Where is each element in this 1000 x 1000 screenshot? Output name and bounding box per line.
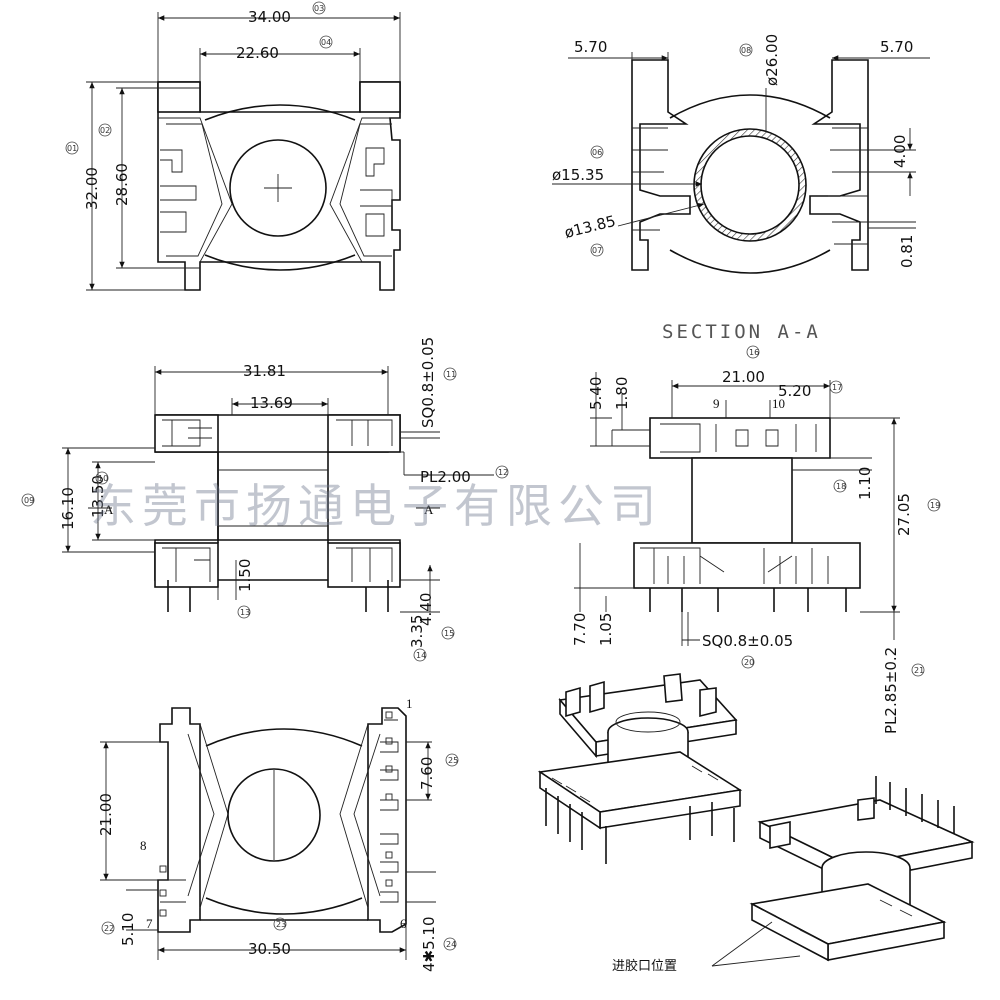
bottom-view: 1 8 7 6 21.00 7.60 25 30.50 23 5.10 22 4… (97, 696, 459, 972)
dim-4-40: 4.40 (417, 593, 435, 626)
ref-02: 02 (100, 126, 110, 135)
ref-24: 24 (446, 940, 456, 949)
ref-07: 07 (592, 246, 602, 255)
dim-28-60: 28.60 (113, 163, 131, 206)
pin-label-10: 10 (772, 396, 785, 411)
dim-32: 32.00 (83, 167, 101, 210)
dim-4x5-10: 4✱5.10 (420, 916, 438, 972)
dim-1-80: 1.80 (613, 377, 631, 410)
ref-08: 08 (741, 46, 751, 55)
dim-4: 4.00 (891, 135, 909, 168)
pin-label-6: 6 (400, 916, 407, 931)
dim-3-35: 3.35 (408, 615, 426, 648)
ref-03: 03 (314, 4, 324, 13)
ref-25: 25 (448, 756, 458, 765)
dim-22-60: 22.60 (236, 44, 279, 62)
ref-15: 15 (444, 629, 454, 638)
ref-12: 12 (498, 468, 508, 477)
dim-phi-26: ø26.00 (763, 34, 781, 86)
section-label: SECTION A-A (662, 321, 821, 343)
ref-22: 22 (104, 924, 114, 933)
dim-phi-13-85: ø13.85 (563, 212, 618, 242)
ref-10: 10 (98, 474, 108, 483)
section-mark-a-left: A (104, 502, 114, 517)
ref-16: 16 (749, 348, 759, 357)
ref-09: 09 (24, 496, 34, 505)
dim-pl-2-00: PL2.00 (420, 468, 471, 486)
dim-sq-0-8-b: SQ0.8±0.05 (702, 632, 793, 650)
ref-19: 19 (930, 501, 940, 510)
section-mark-a-right: A (424, 502, 434, 517)
ref-23: 23 (276, 920, 286, 929)
dim-13-69: 13.69 (250, 394, 293, 412)
dim-7-60: 7.60 (418, 757, 436, 790)
ref-06: 06 (592, 148, 602, 157)
ref-11: 11 (446, 370, 456, 379)
dim-5-70-right: 5.70 (880, 38, 913, 56)
ref-04: 04 (321, 38, 331, 47)
dim-30-50: 30.50 (248, 940, 291, 958)
dim-5-20: 5.20 (778, 382, 811, 400)
dim-5-40: 5.40 (587, 377, 605, 410)
ref-20: 20 (744, 658, 754, 667)
dim-13-50: 13.50 (89, 475, 107, 518)
dim-5-10-left: 5.10 (119, 913, 137, 946)
side-view: 9 10 21.00 16 5.20 17 5.40 1.80 1.10 18 … (571, 345, 941, 734)
pin-label-7: 7 (146, 916, 153, 931)
dim-21-00-left: 21.00 (97, 793, 115, 836)
ref-01: 01 (67, 144, 77, 153)
gate-position-label: 进胶口位置 (612, 958, 677, 974)
dim-1-10: 1.10 (856, 467, 874, 500)
isometric-view-bottom (711, 776, 975, 967)
pin-label-1: 1 (406, 696, 413, 711)
dim-0-81: 0.81 (898, 235, 916, 268)
pin-label-8: 8 (140, 838, 147, 853)
front-view: 31.81 13.69 SQ0.8±0.05 11 PL2.00 12 16.1… (21, 337, 509, 662)
dim-pl-2-85: PL2.85±0.2 (882, 647, 900, 734)
top-view: 34.00 03 22.60 04 32.00 01 28.60 02 (65, 1, 401, 291)
dim-1-50: 1.50 (236, 559, 254, 592)
dim-31-81: 31.81 (243, 362, 286, 380)
pin-label-9: 9 (713, 396, 720, 411)
dim-phi-15-35: ø15.35 (552, 166, 604, 184)
dim-34: 34.00 (248, 8, 291, 26)
dim-sq-0-8-a: SQ0.8±0.05 (419, 337, 437, 428)
ref-13: 13 (240, 608, 250, 617)
ref-18: 18 (836, 482, 846, 491)
dim-1-05: 1.05 (597, 613, 615, 646)
section-a-a-view: 5.70 5.70 ø26.00 08 ø15.35 06 ø13.85 07 … (552, 34, 930, 274)
dim-27-05: 27.05 (895, 493, 913, 536)
ref-14: 14 (416, 651, 426, 660)
isometric-view-top (537, 673, 743, 864)
ref-21: 21 (914, 666, 924, 675)
company-watermark: 东莞市扬通电子有限公司 (90, 479, 662, 533)
dim-16-10: 16.10 (59, 487, 77, 530)
dim-7-70: 7.70 (571, 613, 589, 646)
ref-17: 17 (832, 383, 842, 392)
dim-5-70-left: 5.70 (574, 38, 607, 56)
dim-21-00-top: 21.00 (722, 368, 765, 386)
